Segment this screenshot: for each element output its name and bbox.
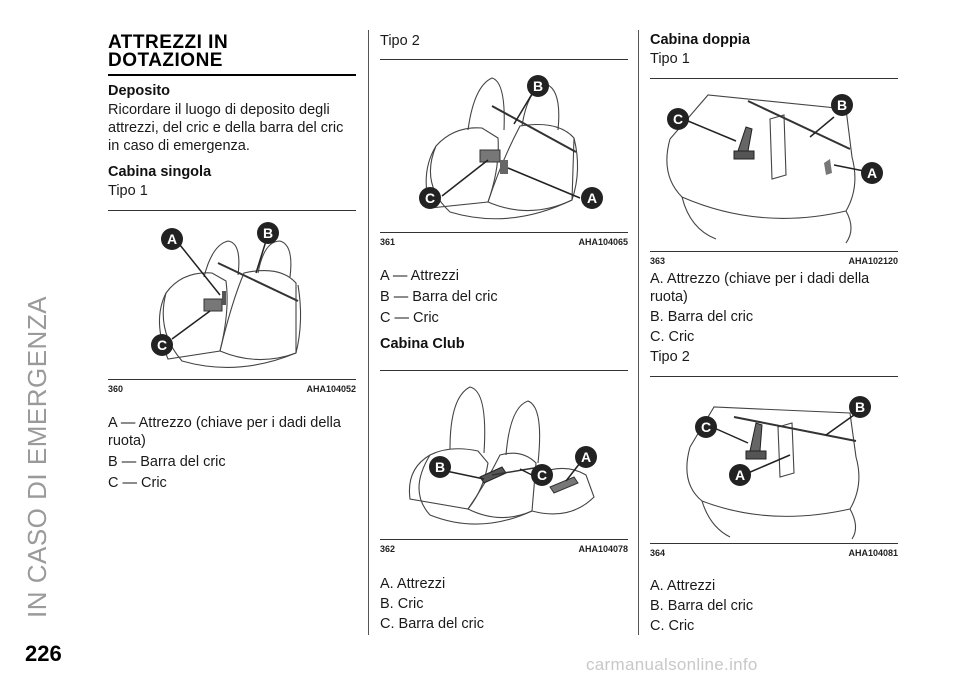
legend-363-b: B. Barra del cric: [650, 309, 754, 325]
label-b-364: B: [849, 396, 871, 418]
legend-363: A. Attrezzo (chiave per i dadi della ruo…: [650, 270, 898, 346]
figure-360-number: 360: [108, 384, 124, 394]
figure-361-code: AHA104065: [578, 237, 628, 247]
section-title-line1: ATTREZZI IN: [108, 32, 229, 53]
label-b-363: B: [831, 94, 853, 116]
svg-text:A: A: [867, 165, 877, 181]
svg-text:C: C: [157, 337, 167, 353]
figure-362-number: 362: [380, 544, 396, 554]
figure-363-code: AHA102120: [848, 256, 898, 266]
figure-364-number: 364: [650, 548, 666, 558]
svg-text:C: C: [537, 467, 547, 483]
label-c-362: C: [531, 464, 553, 486]
legend-360-a: A — Attrezzo (chiave per i dadi della ru…: [108, 415, 341, 449]
cabina-club-heading: Cabina Club: [380, 336, 465, 352]
svg-text:B: B: [533, 78, 543, 94]
figure-363: C B A: [650, 78, 898, 252]
label-a-364: A: [729, 464, 751, 486]
figure-364: C B A: [650, 376, 898, 544]
figure-362-caption: 362 AHA104078: [380, 544, 628, 554]
legend-361-a: A — Attrezzi: [380, 268, 459, 284]
label-a-361: A: [581, 187, 603, 209]
figure-362-code: AHA104078: [578, 544, 628, 554]
label-b-361: B: [527, 75, 549, 97]
figure-361: B C A: [380, 59, 628, 233]
svg-text:C: C: [425, 190, 435, 206]
label-a-360: A: [161, 228, 183, 250]
label-c-361: C: [419, 187, 441, 209]
label-c-364: C: [695, 416, 717, 438]
svg-text:B: B: [263, 225, 273, 241]
figure-363-number: 363: [650, 256, 666, 266]
legend-364-c: C. Cric: [650, 618, 695, 634]
svg-text:C: C: [673, 111, 683, 127]
svg-text:B: B: [855, 399, 865, 415]
cabina-singola-heading: Cabina singola: [108, 164, 212, 180]
svg-text:C: C: [701, 419, 711, 435]
column-1: ATTREZZI IN DOTAZIONE Deposito Ricordare…: [108, 30, 356, 492]
legend-360: A — Attrezzo (chiave per i dadi della ru…: [108, 414, 356, 492]
label-c-363: C: [667, 108, 689, 130]
col2-tipo: Tipo 2: [380, 33, 420, 49]
watermark: carmanualsonline.info: [586, 655, 758, 674]
label-c-360: C: [151, 334, 173, 356]
label-b-360: B: [257, 222, 279, 244]
legend-363-c: C. Cric: [650, 329, 695, 345]
legend-360-c: C — Cric: [108, 475, 167, 491]
svg-text:A: A: [581, 449, 591, 465]
label-a-363: A: [861, 162, 883, 184]
legend-361-b: B — Barra del cric: [380, 289, 498, 305]
legend-361: A — Attrezzi B — Barra del cric C — Cric: [380, 267, 628, 327]
legend-364-b: B. Barra del cric: [650, 598, 754, 614]
legend-364-a: A. Attrezzi: [650, 578, 716, 594]
figure-364-code: AHA104081: [848, 548, 898, 558]
legend-362: A. Attrezzi B. Cric C. Barra del cric: [380, 575, 628, 633]
legend-364: A. Attrezzi B. Barra del cric C. Cric: [650, 577, 898, 635]
svg-text:A: A: [167, 231, 177, 247]
figure-362: B C A: [380, 370, 628, 540]
column-divider-2: [638, 30, 639, 635]
seat-illustration-362: B C A: [408, 386, 597, 525]
section-title-rule: [108, 74, 356, 76]
seat-illustration-360: A B C: [151, 222, 302, 368]
figure-364-caption: 364 AHA104081: [650, 548, 898, 558]
figure-361-caption: 361 AHA104065: [380, 237, 628, 247]
svg-text:A: A: [735, 467, 745, 483]
section-title-line2: DOTAZIONE: [108, 50, 223, 71]
legend-362-a: A. Attrezzi: [380, 576, 446, 592]
side-chapter-title-text: IN CASO DI EMERGENZA: [22, 295, 52, 618]
label-b-362: B: [429, 456, 451, 478]
cabina-doppia-tipo2: Tipo 2: [650, 349, 690, 365]
legend-362-c: C. Barra del cric: [380, 616, 484, 632]
side-chapter-title: IN CASO DI EMERGENZA: [22, 296, 52, 618]
cabina-singola-tipo: Tipo 1: [108, 183, 148, 199]
legend-362-b: B. Cric: [380, 596, 424, 612]
figure-361-number: 361: [380, 237, 396, 247]
figure-360: A B C: [108, 210, 356, 380]
figure-363-caption: 363 AHA102120: [650, 256, 898, 266]
section-title: ATTREZZI IN DOTAZIONE: [108, 32, 356, 71]
figure-360-code: AHA104052: [306, 384, 356, 394]
svg-text:A: A: [587, 190, 597, 206]
seat-illustration-361: B C A: [419, 75, 603, 220]
cabina-doppia-tipo1: Tipo 1: [650, 51, 690, 67]
deposito-text: Ricordare il luogo di deposito degli att…: [108, 102, 344, 154]
legend-361-c: C — Cric: [380, 310, 439, 326]
deposito-heading: Deposito: [108, 83, 171, 99]
column-divider-1: [368, 30, 369, 635]
figure-360-caption: 360 AHA104052: [108, 384, 356, 394]
seat-illustration-363: C B A: [666, 94, 883, 244]
column-3: Cabina doppia Tipo 1 C B: [650, 30, 898, 635]
svg-text:B: B: [837, 97, 847, 113]
legend-363-a: A. Attrezzo (chiave per i dadi della ruo…: [650, 271, 870, 305]
page-number: 226: [25, 641, 62, 666]
svg-text:B: B: [435, 459, 445, 475]
legend-360-b: B — Barra del cric: [108, 454, 226, 470]
column-2: Tipo 2 B C: [380, 30, 628, 633]
cabina-doppia-heading: Cabina doppia: [650, 32, 750, 48]
label-a-362: A: [575, 446, 597, 468]
seat-illustration-364: C B A: [686, 396, 871, 540]
